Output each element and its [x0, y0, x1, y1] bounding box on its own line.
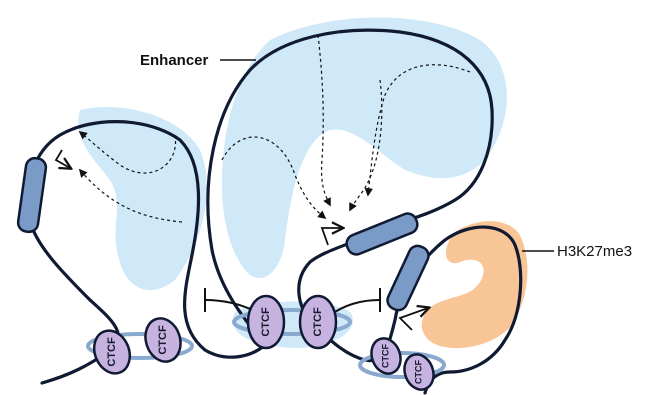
ctcf-label: CTCF	[157, 325, 169, 355]
ctcf-label: CTCF	[260, 307, 272, 337]
left-domain-shading	[78, 107, 207, 290]
ctcf-protein-4: CTCF	[300, 296, 336, 348]
enhancer-label: Enhancer	[140, 52, 209, 69]
ctcf-label: CTCF	[380, 344, 390, 368]
gene-body-left	[17, 157, 47, 233]
ctcf-protein-3: CTCF	[248, 296, 284, 348]
ctcf-label: CTCF	[413, 360, 423, 384]
h3k27me3-label: H3K27me3	[557, 243, 632, 260]
tss-arrow-center	[322, 228, 342, 245]
ctcf-label: CTCF	[106, 337, 118, 367]
tss-arrow-left	[56, 150, 70, 168]
ctcf-label: CTCF	[312, 307, 324, 337]
gene-body-right	[385, 243, 432, 313]
ctcf-protein-5: CTCF	[367, 334, 406, 377]
